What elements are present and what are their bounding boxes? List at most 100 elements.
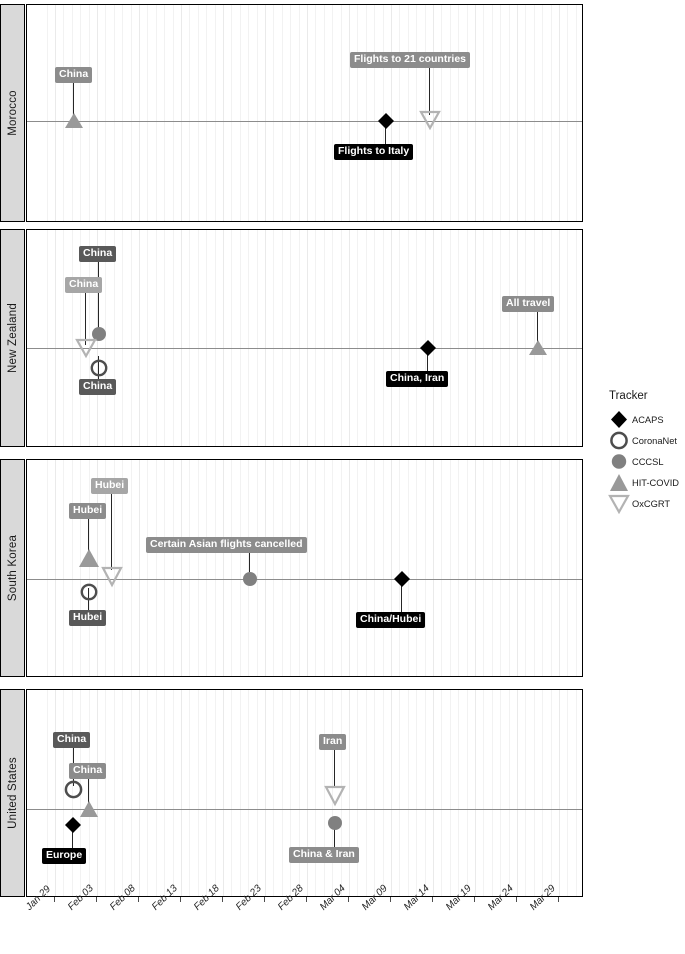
marker-hit-covid[interactable]	[527, 337, 549, 357]
gridline	[332, 690, 334, 896]
baseline	[27, 348, 582, 349]
marker-oxcgrt[interactable]	[323, 784, 347, 808]
gridline	[449, 5, 451, 221]
gridline	[281, 230, 283, 446]
gridline	[231, 690, 233, 896]
event-label: Hubei	[69, 610, 107, 627]
gridline	[181, 5, 182, 221]
marker-hit-covid[interactable]	[63, 110, 85, 130]
gridline	[508, 460, 510, 676]
plot-panel-united-states: China China Europe Iran China & Iran	[26, 689, 583, 897]
gridline	[298, 460, 300, 676]
marker-acaps[interactable]	[392, 569, 412, 589]
gridline	[525, 690, 527, 896]
legend-label: HIT-COVID	[632, 477, 680, 488]
gridline	[281, 690, 283, 896]
gridlines	[27, 230, 582, 446]
filled-triangle-up-icon	[608, 472, 630, 493]
gridline	[374, 230, 376, 446]
gridline	[223, 5, 224, 221]
gridline	[525, 230, 527, 446]
gridline	[55, 460, 56, 676]
legend-item-coronanet[interactable]: CoronaNet	[608, 430, 685, 451]
gridline	[517, 690, 518, 896]
gridline	[466, 230, 468, 446]
gridline	[315, 460, 317, 676]
marker-acaps[interactable]	[418, 338, 438, 358]
facet-south-korea: South Korea Hubei Hubei Hubei Certain As…	[0, 459, 583, 677]
marker-cccsl[interactable]	[90, 325, 108, 343]
marker-acaps[interactable]	[63, 815, 83, 835]
gridline	[399, 230, 401, 446]
gridline	[130, 460, 132, 676]
gridline	[248, 230, 250, 446]
gridline	[231, 460, 233, 676]
gridline	[349, 5, 350, 221]
gridline	[424, 460, 426, 676]
gridline	[475, 460, 476, 676]
gridline	[567, 460, 569, 676]
plot-panel-new-zealand: China China China China, Iran All travel	[26, 229, 583, 447]
gridline	[164, 690, 166, 896]
marker-coronanet[interactable]	[79, 582, 99, 602]
gridline	[189, 230, 191, 446]
gridline	[97, 690, 98, 896]
plot-panel-south-korea: Hubei Hubei Hubei Certain Asian flights …	[26, 459, 583, 677]
gridline	[374, 690, 376, 896]
gridline	[491, 5, 493, 221]
marker-oxcgrt[interactable]	[418, 109, 442, 131]
marker-hit-covid[interactable]	[78, 797, 100, 819]
legend-item-cccsl[interactable]: CCCSL	[608, 451, 685, 472]
gridline	[433, 460, 434, 676]
gridline	[399, 690, 401, 896]
gridline	[533, 460, 535, 676]
axis-tick	[96, 897, 97, 902]
marker-acaps[interactable]	[376, 111, 396, 131]
legend-item-oxcgrt[interactable]: OxCGRT	[608, 493, 685, 515]
gridline	[189, 690, 191, 896]
marker-hit-covid[interactable]	[77, 546, 101, 570]
gridline	[223, 460, 224, 676]
event-stem	[385, 123, 387, 145]
gridline	[155, 230, 157, 446]
event-stem	[98, 356, 100, 381]
marker-cccsl[interactable]	[326, 814, 344, 832]
gridline	[483, 230, 485, 446]
gridline	[424, 230, 426, 446]
gridline	[542, 5, 544, 221]
gridline	[139, 5, 140, 221]
gridline	[315, 230, 317, 446]
facet-united-states: United States China China Europe Iran	[0, 689, 583, 897]
gridline	[500, 5, 502, 221]
axis-tick	[306, 897, 307, 902]
gridline	[315, 5, 317, 221]
legend-title: Tracker	[609, 390, 648, 402]
gridline	[382, 460, 384, 676]
gridline	[340, 230, 342, 446]
gridline	[248, 690, 250, 896]
gridline	[416, 460, 418, 676]
gridline	[172, 5, 174, 221]
marker-oxcgrt[interactable]	[74, 337, 98, 359]
gridline	[466, 460, 468, 676]
gridline	[382, 690, 384, 896]
gridline	[130, 690, 132, 896]
gridline	[508, 690, 510, 896]
gridline	[533, 230, 535, 446]
marker-cccsl[interactable]	[241, 570, 259, 588]
gridline	[172, 230, 174, 446]
gridline	[399, 460, 401, 676]
marker-coronanet[interactable]	[89, 358, 109, 378]
legend-item-hit-covid[interactable]: HIT-COVID	[608, 472, 685, 493]
gridline	[357, 690, 359, 896]
gridline	[281, 460, 283, 676]
gridline	[97, 5, 98, 221]
event-label: Flights to Italy	[334, 144, 414, 161]
marker-coronanet[interactable]	[63, 779, 84, 800]
event-label: China	[53, 732, 91, 749]
marker-oxcgrt[interactable]	[100, 565, 124, 589]
legend-item-acaps[interactable]: ACAPS	[608, 409, 685, 430]
gridline	[483, 690, 485, 896]
gridline	[147, 230, 149, 446]
gridline	[256, 230, 258, 446]
